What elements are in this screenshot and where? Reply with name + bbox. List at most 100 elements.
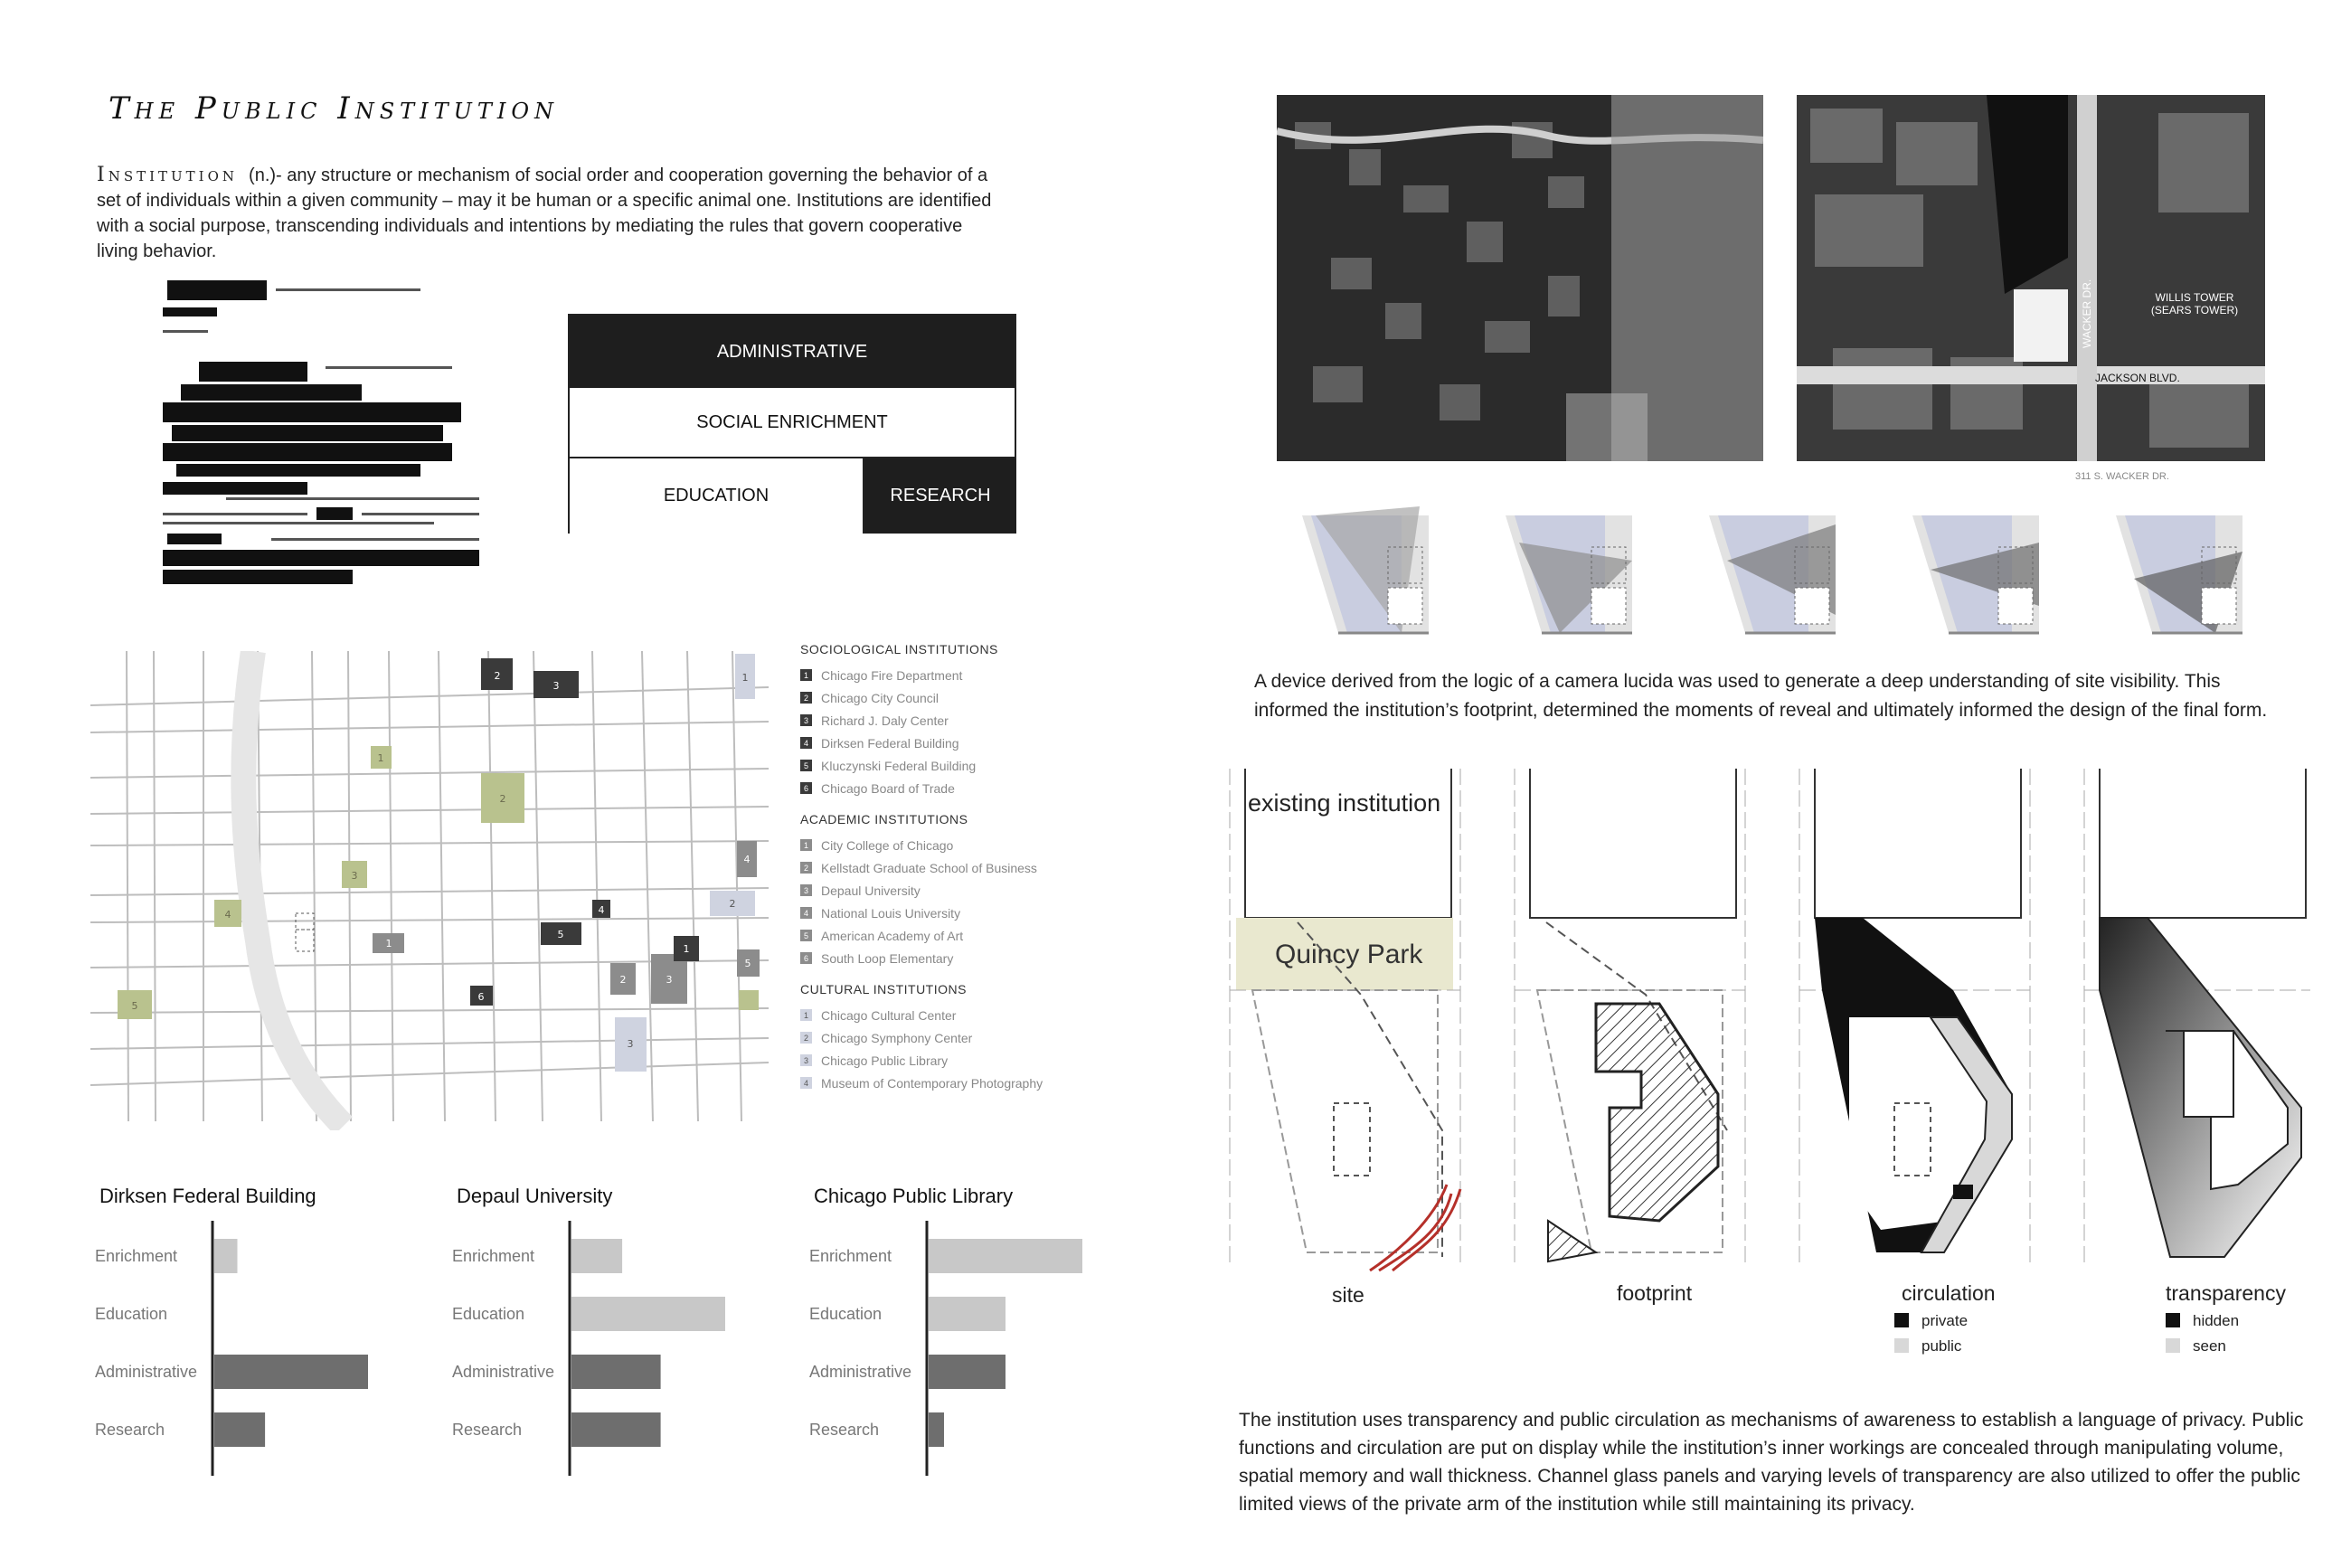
legend-public-swatch bbox=[1894, 1338, 1909, 1353]
aerial-photo-site: WILLIS TOWER (SEARS TOWER) WACKER DR. JA… bbox=[1797, 95, 2265, 461]
lucida-study-1 bbox=[1302, 506, 1429, 635]
category-label: Research bbox=[452, 1421, 522, 1439]
bar bbox=[929, 1239, 1082, 1273]
bar bbox=[929, 1355, 1006, 1389]
map-label-s1: 1 bbox=[684, 943, 690, 955]
map-label-s4: 4 bbox=[599, 904, 605, 916]
photo-label-wacker: WACKER DR. bbox=[2081, 279, 2093, 348]
label-transparency: transparency bbox=[2166, 1281, 2286, 1305]
legend-swatch: 1 bbox=[800, 839, 812, 851]
legend-swatch: 2 bbox=[800, 862, 812, 874]
privacy-description: The institution uses transparency and pu… bbox=[1239, 1410, 2304, 1515]
legend-swatch: 2 bbox=[800, 1032, 812, 1044]
legend-swatch: 5 bbox=[800, 930, 812, 941]
map-label-s5: 5 bbox=[558, 929, 564, 940]
diagram-circulation: circulation private public bbox=[1799, 769, 2031, 1355]
category-label: Administrative bbox=[809, 1363, 911, 1381]
legend-swatch: 4 bbox=[800, 907, 812, 919]
legend-swatch: 2 bbox=[800, 692, 812, 704]
program-administrative: ADMINISTRATIVE bbox=[570, 316, 1015, 388]
map-label-a3: 3 bbox=[666, 974, 673, 986]
photo-label-willis-alt: (SEARS TOWER) bbox=[2151, 304, 2238, 316]
lucida-study-2 bbox=[1506, 515, 1632, 635]
legend-swatch: 6 bbox=[800, 782, 812, 794]
category-label: Education bbox=[452, 1305, 524, 1323]
legend-swatch: 3 bbox=[800, 714, 812, 726]
label-footprint: footprint bbox=[1617, 1281, 1693, 1305]
label-site: site bbox=[1332, 1283, 1364, 1307]
map-label-s3: 3 bbox=[553, 680, 560, 692]
definition-term: Institution bbox=[97, 164, 239, 186]
program-diagram: ADMINISTRATIVE SOCIAL ENRICHMENT EDUCATI… bbox=[568, 314, 1016, 534]
intro-paragraph: Institution(n.)- any structure or mechan… bbox=[97, 163, 1001, 264]
lucida-study-5 bbox=[2116, 515, 2242, 635]
map-label-g3: 3 bbox=[352, 870, 358, 882]
map-label-a2: 2 bbox=[620, 974, 627, 986]
map-label-c1: 1 bbox=[742, 672, 749, 684]
bar bbox=[214, 1412, 266, 1447]
label-public: public bbox=[1921, 1337, 1962, 1355]
legend-swatch: 3 bbox=[800, 884, 812, 896]
label-seen: seen bbox=[2193, 1337, 2226, 1355]
photo-caption: 311 S. WACKER DR. bbox=[2075, 471, 2169, 482]
legend-seen-swatch bbox=[2166, 1338, 2180, 1353]
chart-title: Depaul University bbox=[457, 1185, 613, 1207]
category-label: Research bbox=[95, 1421, 165, 1439]
diagram-site: existing institution Quincy Park site bbox=[1229, 769, 1462, 1307]
chart-title: Chicago Public Library bbox=[814, 1185, 1014, 1207]
map-label-a5: 5 bbox=[745, 958, 751, 969]
category-label: Administrative bbox=[452, 1363, 554, 1381]
map-label-g2: 2 bbox=[500, 793, 506, 805]
map-label-c3: 3 bbox=[628, 1038, 634, 1050]
program-education: EDUCATION bbox=[570, 458, 864, 534]
label-private: private bbox=[1921, 1312, 1968, 1329]
map-label-g1: 1 bbox=[378, 752, 384, 764]
category-label: Administrative bbox=[95, 1363, 197, 1381]
photo-label-jackson: JACKSON BLVD. bbox=[2095, 372, 2180, 384]
label-circulation: circulation bbox=[1902, 1281, 1996, 1305]
bar bbox=[571, 1355, 661, 1389]
label-existing-institution: existing institution bbox=[1248, 789, 1440, 817]
legend-swatch: 5 bbox=[800, 760, 812, 771]
map-label-c2: 2 bbox=[730, 898, 736, 910]
bar-chart-svg: EnrichmentEducationAdministrativeResearc… bbox=[95, 1221, 368, 1476]
category-label: Enrichment bbox=[95, 1247, 177, 1265]
program-research: RESEARCH bbox=[864, 458, 1016, 534]
lucida-study-3 bbox=[1709, 515, 1836, 635]
bar-chart-svg: EnrichmentEducationAdministrativeResearc… bbox=[809, 1221, 1082, 1476]
legend-swatch: 4 bbox=[800, 737, 812, 749]
bar bbox=[571, 1297, 725, 1331]
category-label: Enrichment bbox=[452, 1247, 534, 1265]
photo-label-willis: WILLIS TOWER bbox=[2156, 291, 2234, 304]
legend-heading: CULTURAL INSTITUTIONS bbox=[800, 982, 967, 997]
legend-heading: SOCIOLOGICAL INSTITUTIONS bbox=[800, 642, 998, 656]
bar bbox=[214, 1239, 238, 1273]
chart-title: Dirksen Federal Building bbox=[99, 1185, 316, 1207]
map-label-g4: 4 bbox=[225, 909, 231, 921]
legend-private-swatch bbox=[1894, 1313, 1909, 1327]
program-social-enrichment: SOCIAL ENRICHMENT bbox=[570, 388, 1015, 458]
page-title: The Public Institution bbox=[109, 90, 560, 127]
label-hidden: hidden bbox=[2193, 1312, 2239, 1329]
lucida-study-4 bbox=[1912, 515, 2039, 635]
map-label-g5: 5 bbox=[132, 1000, 138, 1012]
bar-chart-svg: EnrichmentEducationAdministrativeResearc… bbox=[452, 1221, 725, 1476]
diagram-transparency: transparency hidden seen bbox=[2083, 769, 2316, 1355]
label-quincy-park: Quincy Park bbox=[1275, 940, 1423, 969]
legend-hidden-swatch bbox=[2166, 1313, 2180, 1327]
